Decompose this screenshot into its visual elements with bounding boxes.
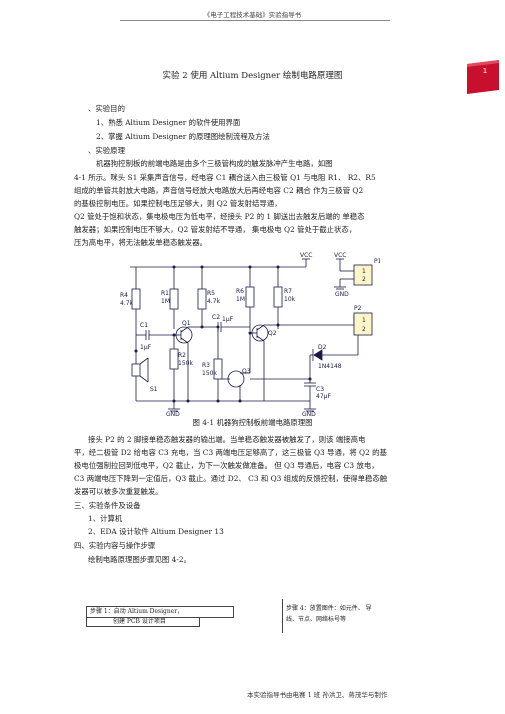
label-p1: P1 bbox=[374, 258, 380, 265]
label-r3-value: 150k bbox=[202, 370, 217, 377]
label-p2-pin2: 2 bbox=[362, 326, 366, 333]
principle-heading: 、实验原理 bbox=[88, 146, 125, 155]
label-r6: R6 bbox=[236, 288, 244, 295]
purpose-item-1: 1、熟悉 Altium Designer 的软件使用界面 bbox=[96, 118, 241, 127]
conditions-heading: 三、实验条件及设备 bbox=[74, 501, 141, 510]
label-gnd-1: GND bbox=[166, 411, 180, 417]
principle-line: 压为高电平，将无法触发单稳态触发器。 bbox=[74, 238, 208, 247]
conditions-item-1: 1、计算机 bbox=[88, 514, 123, 523]
paragraph-line: 发器可以被多次重复触发。 bbox=[74, 487, 163, 496]
content-heading: 四、实验内容与操作步骤 bbox=[74, 541, 156, 550]
label-gnd-p1: GND bbox=[335, 291, 349, 298]
label-r5-value: 4.7k bbox=[207, 298, 221, 305]
label-d2: D2 bbox=[318, 344, 327, 351]
label-c2-value: 1μF bbox=[222, 316, 234, 323]
label-p2: P2 bbox=[354, 305, 362, 312]
principle-line: 4-1 所示。咪头 S1 采集声音信号，经电容 C1 耦合送入由三极管 Q1 与… bbox=[74, 173, 376, 182]
footer-credit: 本实验指导书由电赛 1 班 孙洪卫、蒋茂华与制作 bbox=[247, 691, 388, 699]
label-r3: R3 bbox=[202, 362, 210, 369]
label-r7: R7 bbox=[284, 288, 292, 295]
label-r1: R1 bbox=[161, 290, 169, 297]
label-r5: R5 bbox=[207, 290, 215, 297]
label-s1: S1 bbox=[150, 386, 158, 393]
label-vcc-p1: VCC bbox=[334, 252, 346, 259]
label-c1: C1 bbox=[140, 322, 148, 329]
schematic-figure: VCC VCC GND P1 1 2 P2 1 2 R4 4.7k R1 1M … bbox=[118, 251, 382, 418]
label-c1-value: 1μF bbox=[140, 344, 152, 351]
principle-line: 组成的单管共射放大电路，声音信号经放大电路放大后再经电容 C2 耦合 作为三极管… bbox=[74, 186, 364, 195]
figure-caption: 图 4-1 机器狗控制板前端电路原理图 bbox=[192, 418, 313, 427]
flow-step-4-line-2: 线、节点、网络标号等 bbox=[286, 616, 347, 623]
paragraph-line: 极电位强制拉回到低电平，Q2 截止，为下一次触发做准备。 但 Q3 导通后，电容… bbox=[74, 461, 379, 470]
label-q3: Q3 bbox=[242, 368, 251, 375]
label-r2-value: 150k bbox=[178, 360, 193, 367]
principle-line: Q2 管处于饱和状态，集电极电压为低电平，经接头 P2 的 1 脚送出去触发后端… bbox=[74, 212, 365, 221]
label-p1-pin2: 2 bbox=[362, 276, 366, 283]
purpose-heading: 、实验目的 bbox=[88, 104, 125, 113]
running-header: 《电子工程技术基础》实验指导书 bbox=[203, 11, 302, 19]
page-number-badge: 1 bbox=[463, 60, 503, 94]
flow-step-4-line-1: 步骤 4：放置图件：如元件、 导 bbox=[286, 605, 372, 612]
paragraph-line: C3 两端电压下降到一定值后，Q3 截止。通过 D2、 C3 和 Q3 组成的反… bbox=[74, 474, 388, 483]
flow-step-4-border bbox=[282, 599, 284, 633]
label-r4-value: 4.7k bbox=[120, 300, 134, 307]
label-r4: R4 bbox=[120, 292, 128, 299]
purpose-item-2: 2、掌握 Altium Designer 的原理图绘制流程及方法 bbox=[96, 132, 270, 141]
label-r7-value: 10k bbox=[284, 296, 296, 303]
label-p2-pin1: 1 bbox=[362, 317, 366, 324]
flow-step-1-box: 步骤 1：启动 Altium Designer， bbox=[86, 606, 234, 618]
label-r1-value: 1M bbox=[161, 298, 170, 305]
conditions-item-2: 2、EDA 设计软件 Altium Designer 13 bbox=[88, 527, 224, 536]
paragraph-line: 接头 P2 的 2 脚接单稳态触发器的输出端。当单稳态触发器被触发了，则该 端接… bbox=[88, 435, 366, 444]
label-c3: C3 bbox=[316, 386, 324, 393]
label-p1-pin1: 1 bbox=[362, 268, 366, 275]
flow-step-1-text: 步骤 1：启动 Altium Designer， bbox=[90, 608, 184, 615]
label-q2: Q2 bbox=[268, 330, 277, 337]
label-q1: Q1 bbox=[182, 320, 191, 327]
principle-line: 机器狗控制板的前端电路是由多个三极管构成的触发脉冲产生电路，如图 bbox=[96, 159, 333, 168]
label-gnd-2: GND bbox=[302, 411, 316, 417]
header-rule bbox=[120, 20, 390, 21]
content-line: 绘制电路原理图步骤见图 4-2。 bbox=[88, 555, 191, 564]
flow-step-1-box-lower: 创建 PCB 设计项目 bbox=[86, 617, 200, 627]
label-r2: R2 bbox=[178, 352, 186, 359]
label-c2: C2 bbox=[212, 314, 220, 321]
label-vcc: VCC bbox=[300, 252, 312, 259]
principle-line: 触发器；如果控制电压不够大，Q2 管发射结不导通， 集电极电 Q2 管处于截止状… bbox=[74, 225, 357, 234]
label-r6-value: 1M bbox=[236, 296, 245, 303]
flow-step-4-text: 步骤 4：放置图件：如元件、 导 线、节点、网络标号等 bbox=[286, 603, 372, 625]
flow-step-1-text-2: 创建 PCB 设计项目 bbox=[113, 618, 166, 625]
page-number: 1 bbox=[483, 67, 487, 75]
label-d2-value: 1N4148 bbox=[318, 363, 342, 370]
principle-line: 的基极控制电压。如果控制电压足够大，则 Q2 管发射结导通， bbox=[74, 199, 282, 208]
label-c3-value: 47μF bbox=[316, 393, 331, 400]
experiment-title: 实验 2 使用 Altium Designer 绘制电路原理图 bbox=[162, 71, 343, 81]
paragraph-line: 平，经二极管 D2 给电容 C3 充电，当 C3 两端电压足够高了，这三极管 Q… bbox=[74, 448, 387, 457]
